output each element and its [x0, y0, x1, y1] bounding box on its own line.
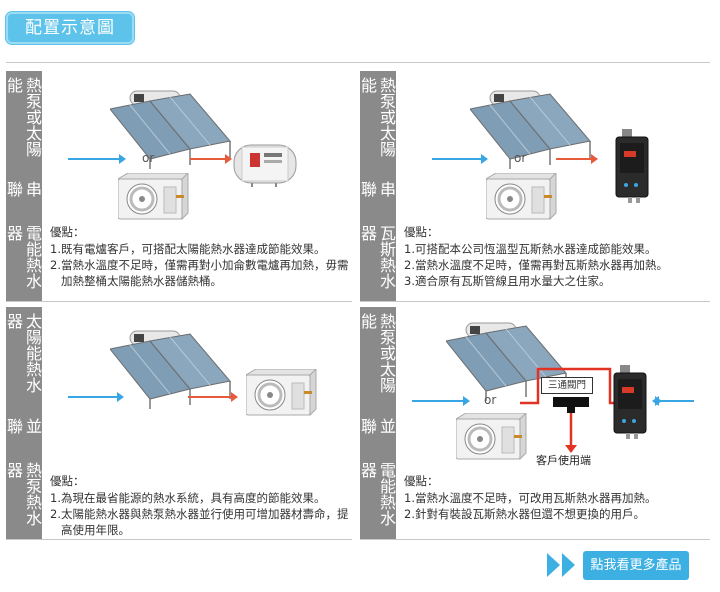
advantages-list: 優點： 1.既有電爐客戶，可搭配太陽能熱水器達成節能效果。 2.當熱水溫度不足時…	[50, 225, 349, 288]
page-title: 配置示意圖	[6, 12, 134, 44]
panel-series-gas: 熱泵或太陽能 串聯 瓦斯熱水器 or 優點： 1.可搭配本公司恆溫型瓦斯熱水器達…	[358, 71, 710, 302]
solar-panel-image	[110, 330, 231, 410]
panel-parallel-electric: 熱泵或太陽能 並聯 電能熱水器 or 優點： 1.當熱水溫度不足時，可改用瓦斯熱…	[358, 307, 710, 540]
outflow-arrow	[188, 392, 238, 402]
advantages-list: 優點： 1.為現在最省能源的熱水系統，具有高度的節能效果。 2.太陽能熱水器與熱…	[50, 474, 349, 537]
or-label: or	[484, 393, 497, 407]
advantage-item: 2.當熱水溫度不足時，僅需再對小加侖數電爐再加熱，毋需加熱整桶太陽能熱水器儲熱桶…	[50, 258, 349, 288]
panel-side-label: 熱泵或太陽能 串聯 瓦斯熱水器	[358, 71, 396, 301]
advantage-item: 2.當熱水溫度不足時，僅需再對瓦斯熱水器再加熱。	[404, 258, 668, 272]
heat-pump-image	[456, 413, 528, 461]
double-chevron-icon	[547, 553, 575, 577]
heat-pump-image	[486, 173, 558, 221]
panel-side-label: 太陽能熱水器 並聯 熱泵熱水器	[4, 307, 42, 539]
solar-panel-image	[110, 90, 231, 170]
outflow-arrow	[556, 154, 598, 164]
electric-heater-image	[233, 144, 297, 187]
three-way-valve-label: 三通閥門	[541, 377, 593, 394]
advantages-list: 優點： 1.可搭配本公司恆溫型瓦斯熱水器達成節能效果。 2.當熱水溫度不足時，僅…	[404, 224, 704, 289]
inflow-arrow	[68, 154, 126, 164]
advantage-item: 1.可搭配本公司恆溫型瓦斯熱水器達成節能效果。	[404, 242, 657, 256]
outflow-arrow	[190, 154, 232, 164]
gas-heater-image	[613, 365, 647, 440]
advantages-list: 優點： 1.當熱水溫度不足時，可改用瓦斯熱水器再加熱。 2.針對有裝設瓦斯熱水器…	[404, 473, 704, 522]
advantage-item: 1.當熱水溫度不足時，可改用瓦斯熱水器再加熱。	[404, 491, 657, 505]
advantage-item: 2.太陽能熱水器與熱泵熱水器並行使用可增加器材壽命，提高使用年限。	[50, 507, 349, 537]
advantage-item: 3.適合原有瓦斯管線且用水量大之住家。	[404, 274, 611, 288]
solar-panel-image	[470, 90, 591, 170]
panel-parallel-heatpump: 太陽能熱水器 並聯 熱泵熱水器 優點： 1.為現在最省能源的熱水系統，具有高度的…	[4, 307, 352, 540]
advantage-item: 1.為現在最省能源的熱水系統，具有高度的節能效果。	[50, 491, 326, 505]
header-divider	[6, 62, 710, 63]
heat-pump-image	[118, 173, 190, 221]
advantage-item: 1.既有電爐客戶，可搭配太陽能熱水器達成節能效果。	[50, 242, 326, 256]
inflow-arrow	[432, 154, 488, 164]
panel-series-electric: 熱泵或太陽能 串聯 電能熱水器 or 優點： 1.既有電爐客戶，可搭配太陽能熱水…	[4, 71, 352, 302]
or-label: or	[514, 151, 527, 165]
pipe-diagram	[520, 367, 628, 453]
heater-blue-arrow	[658, 400, 694, 402]
gas-heater-image	[615, 129, 649, 204]
advantage-item: 2.針對有裝設瓦斯熱水器但還不想更換的用戶。	[404, 507, 645, 521]
more-products-button[interactable]: 點我看更多產品	[583, 551, 689, 580]
or-label: or	[142, 151, 155, 165]
inflow-arrow	[68, 392, 124, 402]
panel-side-label: 熱泵或太陽能 並聯 電能熱水器	[358, 307, 396, 539]
panel-side-label: 熱泵或太陽能 串聯 電能熱水器	[4, 71, 42, 301]
inflow-arrow	[412, 396, 470, 406]
client-end-label: 客戶使用端	[536, 454, 591, 467]
heat-pump-image	[246, 369, 318, 417]
